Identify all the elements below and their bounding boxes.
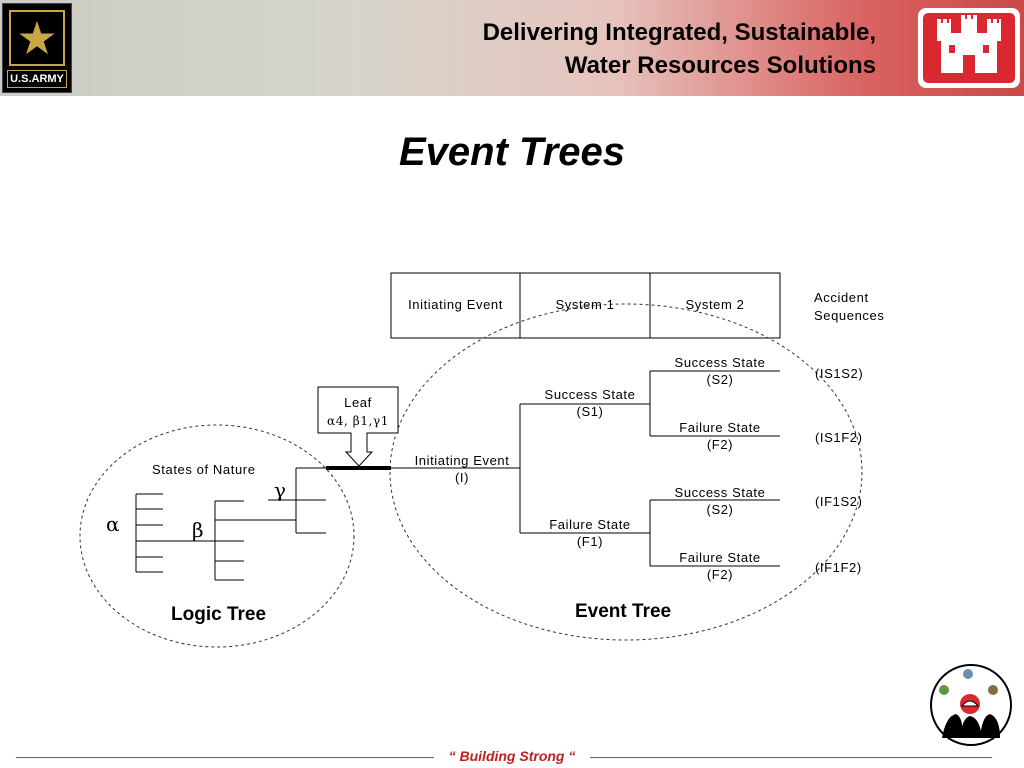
event-tree-label: Event Tree — [575, 601, 672, 622]
footer-line-right — [590, 757, 992, 758]
initiating-event-label: Initiating Event (I) — [414, 453, 510, 485]
castle-icon — [923, 13, 1015, 83]
army-logo: ★ U.S.ARMY — [2, 3, 72, 93]
system1-failure-label: Failure State (F1) — [549, 517, 631, 549]
event-tree-ellipse — [389, 303, 863, 641]
header-banner: ★ U.S.ARMY Delivering Integrated, Sustai… — [0, 0, 1024, 96]
header-system-1: System 1 — [555, 297, 615, 312]
sequence-4: (IF1F2) — [815, 560, 862, 575]
castle-logo — [918, 8, 1020, 88]
army-star-icon: ★ — [9, 10, 65, 66]
system1-success-label: Success State (S1) — [544, 387, 636, 419]
footer-tagline: “ Building Strong “ — [0, 748, 1024, 764]
header-system-2: System 2 — [685, 297, 745, 312]
states-of-nature-label: States of Nature — [152, 462, 256, 477]
footer-line-left — [16, 757, 434, 758]
leaf-callout — [317, 386, 399, 467]
team-circle-icon — [930, 664, 1012, 746]
leaf-values: α4, β1,γ1 — [327, 414, 389, 428]
system2-branch-3: Success State (S2) — [674, 485, 766, 517]
banner-title-line2: Water Resources Solutions — [564, 52, 876, 79]
alpha-label: α — [106, 512, 120, 536]
sequence-2: (IS1F2) — [815, 430, 863, 445]
header-table-border — [390, 272, 781, 339]
accident-sequences-label: Accident Sequences — [814, 290, 885, 323]
banner-title-line1: Delivering Integrated, Sustainable, — [482, 19, 876, 46]
system2-branch-4: Failure State (F2) — [679, 550, 761, 582]
logic-tree-label: Logic Tree — [171, 604, 267, 625]
banner-title: Delivering Integrated, Sustainable, Wate… — [483, 16, 876, 82]
leaf-label: Leaf α4, β1,γ1 — [318, 394, 398, 430]
logic-tree-ellipse — [79, 424, 355, 648]
system2-branch-2: Failure State (F2) — [679, 420, 761, 452]
header-initiating-event: Initiating Event — [408, 297, 503, 312]
system2-branch-1: Success State (S2) — [674, 355, 766, 387]
beta-label: β — [192, 518, 204, 542]
sequence-3: (IF1S2) — [815, 494, 863, 509]
army-logo-text: U.S.ARMY — [7, 70, 67, 88]
gamma-label: γ — [274, 478, 286, 502]
sequence-1: (IS1S2) — [815, 366, 864, 381]
page-title: Event Trees — [398, 130, 626, 174]
